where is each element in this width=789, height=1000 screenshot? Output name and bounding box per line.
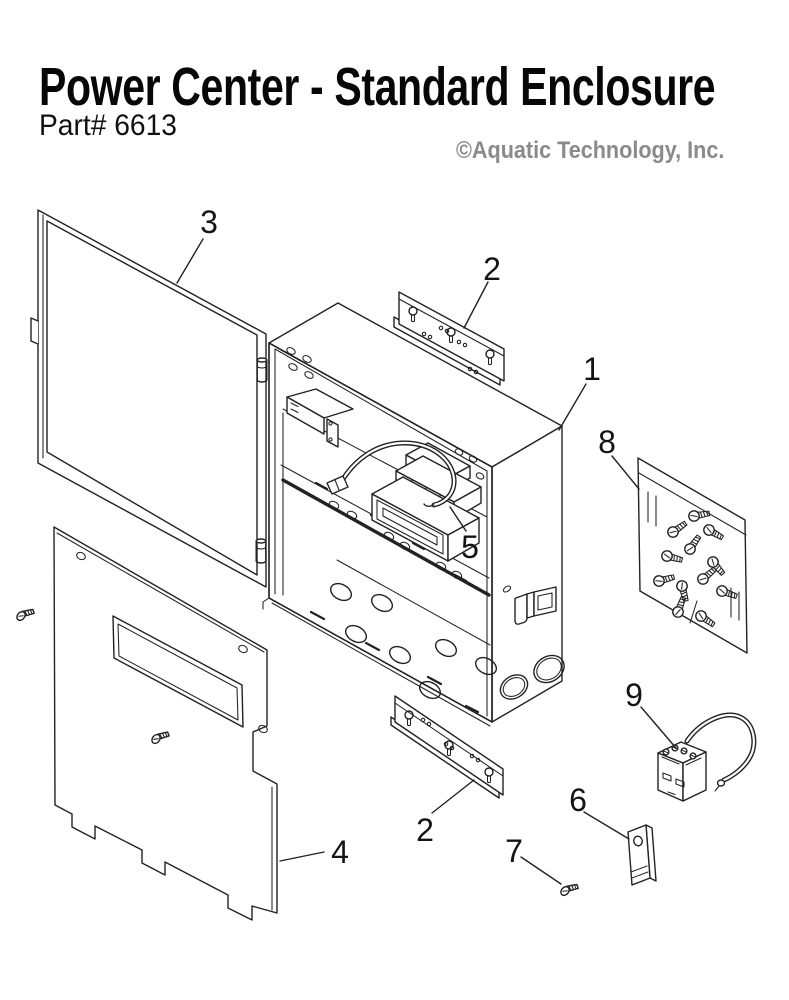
contactor (657, 712, 757, 802)
callout-label-2-top: 2 (483, 251, 501, 287)
leader-line-2-bottom (431, 779, 475, 814)
callout-labels: 1 2 2 3 4 5 6 7 8 9 (200, 204, 643, 870)
side-latch (502, 585, 557, 625)
page-title: Power Center - Standard Enclosure (39, 57, 716, 117)
leader-line-3 (176, 238, 204, 284)
callout-label-6: 6 (569, 782, 587, 818)
side-knockout-rings (499, 654, 565, 700)
enclosure-box (262, 302, 565, 727)
leader-line-1 (558, 383, 587, 431)
leader-line-8 (611, 455, 640, 490)
front-panel (53, 526, 278, 921)
callout-label-2-bottom: 2 (416, 812, 434, 848)
door-latch-tab (30, 317, 39, 345)
callout-label-7: 7 (505, 833, 523, 869)
callout-label-1: 1 (583, 351, 601, 387)
copyright-text: ©Aquatic Technology, Inc. (456, 137, 725, 164)
floor-back-edge (336, 559, 491, 646)
door-panel (30, 209, 268, 588)
callout-label-5: 5 (461, 529, 479, 565)
part-number: Part# 6613 (39, 109, 177, 142)
screw-part7 (556, 878, 580, 899)
loose-screw-left (12, 603, 36, 624)
callout-label-8: 8 (598, 424, 616, 460)
leader-line-5 (449, 506, 467, 532)
leader-line-9 (640, 706, 677, 749)
leader-lines (176, 238, 677, 885)
interior-bracket (286, 388, 354, 448)
callout-label-9: 9 (625, 677, 643, 713)
callout-label-3: 3 (200, 204, 218, 240)
cover-plate (627, 824, 657, 886)
top-face-holes (280, 347, 314, 379)
mounting-bracket-bottom (390, 695, 504, 799)
transformer (326, 440, 482, 562)
floor-knockouts (309, 582, 498, 714)
leader-line-2-top (463, 281, 489, 329)
mounting-bracket-top (393, 291, 505, 386)
callout-label-4: 4 (331, 834, 349, 870)
box-interior (274, 348, 498, 717)
panel-window (112, 615, 244, 728)
leader-line-7 (520, 856, 562, 885)
leader-line-6 (583, 811, 630, 840)
leader-line-4 (279, 851, 325, 862)
hardware-bag (637, 457, 748, 654)
